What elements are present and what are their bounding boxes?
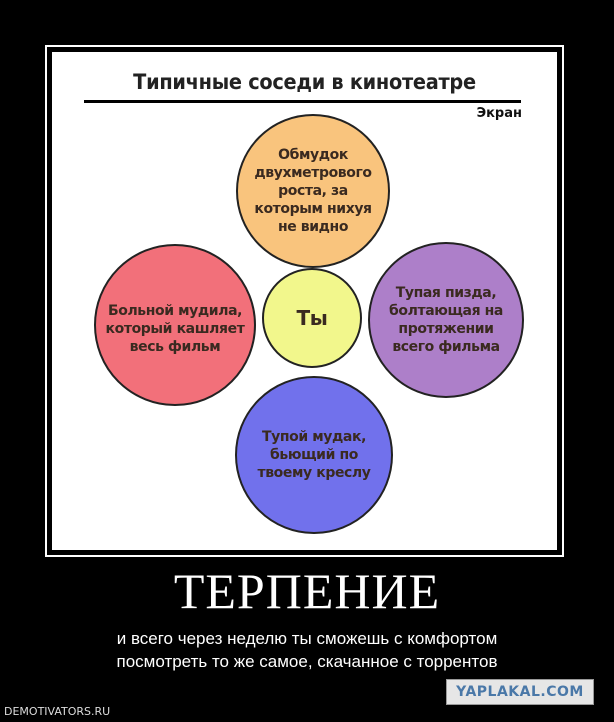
circle-center: Ты (262, 268, 362, 368)
circle-center-label: Ты (296, 306, 328, 330)
poster-caption: и всего через неделю ты сможешь с комфор… (0, 627, 614, 673)
circle-top: Обмудок двухметрового роста, за которым … (236, 114, 390, 268)
poster-frame (45, 45, 564, 557)
screen-line (84, 100, 521, 103)
poster-headline: ТЕРПЕНИЕ (173, 563, 441, 619)
caption-line-2: посмотреть то же самое, скачанное с торр… (116, 652, 498, 671)
circle-left-label: Больной мудила, который кашляет весь фил… (105, 303, 245, 355)
circle-right: Тупая пизда, болтающая на протяжении все… (368, 242, 524, 398)
diagram-picture: Типичные соседи в кинотеатре Экран Обмуд… (52, 52, 557, 550)
screen-label: Экран (476, 106, 522, 121)
caption-line-1: и всего через неделю ты сможешь с комфор… (116, 629, 498, 648)
circle-bottom-label: Тупой мудак, бьющий по твоему креслу (257, 429, 371, 481)
watermark-yaplakal: YAPLAKAL.COM (446, 679, 594, 705)
watermark-demotivators: DEMOTIVATORS.RU (4, 705, 111, 718)
circle-top-label: Обмудок двухметрового роста, за которым … (254, 147, 372, 235)
diagram-title: Типичные соседи в кинотеатре (133, 70, 476, 94)
circle-bottom: Тупой мудак, бьющий по твоему креслу (235, 376, 393, 534)
circle-left: Больной мудила, который кашляет весь фил… (94, 244, 256, 406)
circle-right-label: Тупая пизда, болтающая на протяжении все… (389, 285, 503, 355)
